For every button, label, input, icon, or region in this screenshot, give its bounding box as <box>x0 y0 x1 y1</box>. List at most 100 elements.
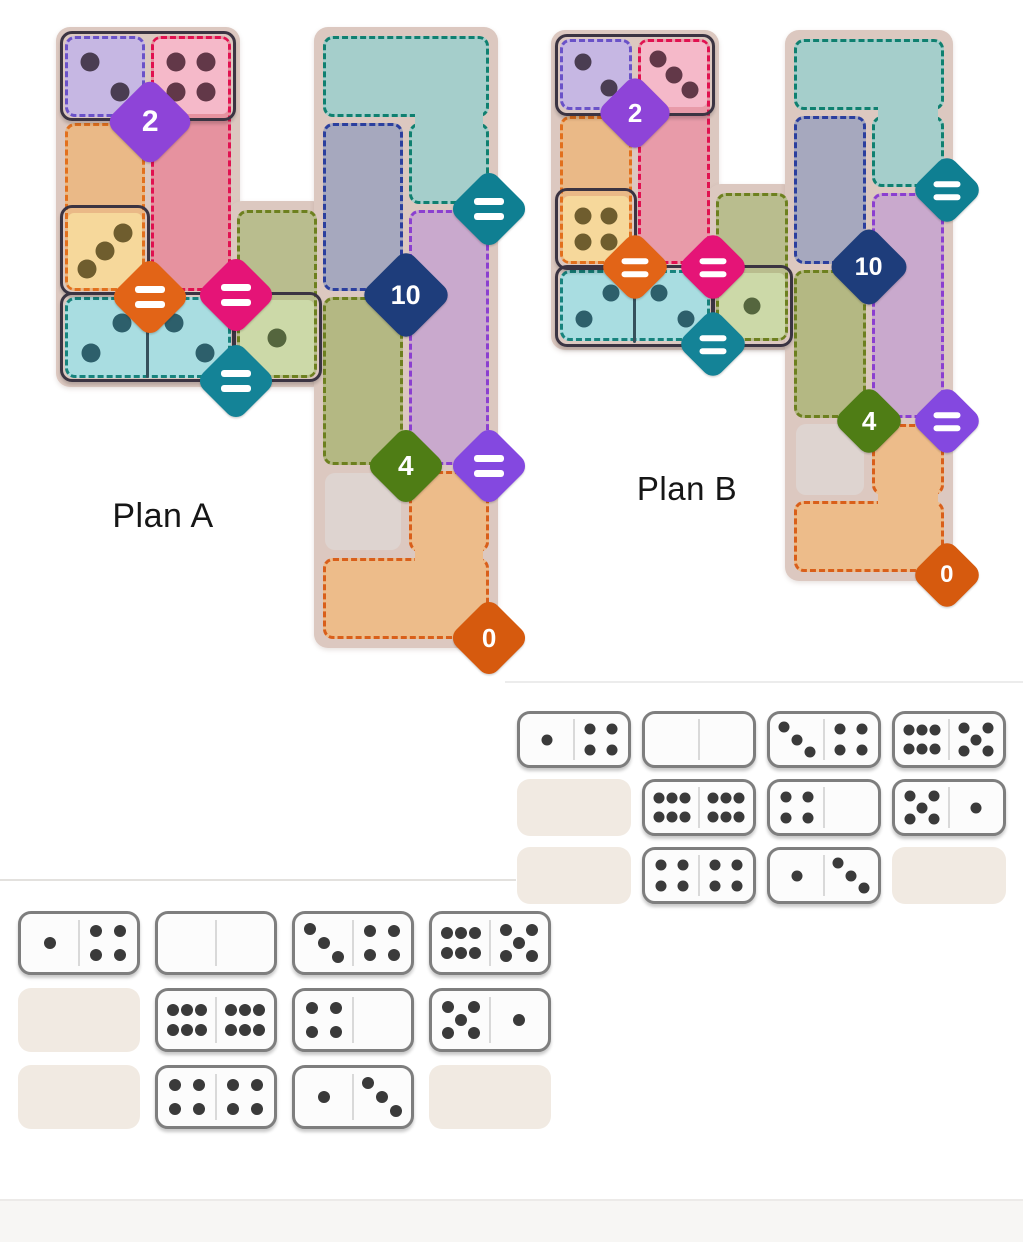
equals-bar <box>474 455 504 462</box>
pip <box>455 1014 467 1026</box>
pip <box>970 734 982 745</box>
pip <box>80 52 100 71</box>
domino-divider <box>823 855 825 896</box>
pip <box>541 734 553 745</box>
tray-plan-b-domino-1-4[interactable] <box>517 711 631 768</box>
pip <box>970 802 982 813</box>
pip <box>778 721 790 733</box>
pip <box>731 859 743 871</box>
plan-b-die-2pip[interactable] <box>563 42 629 107</box>
pip <box>929 743 941 755</box>
equals-bar <box>699 347 727 354</box>
tray-plan-a-domino-4-4[interactable] <box>155 1065 277 1129</box>
equals-bar <box>221 284 251 291</box>
tray-plan-b-domino-4-0[interactable] <box>767 779 881 836</box>
equals-bar <box>933 180 961 187</box>
domino-half-1 <box>770 850 824 901</box>
plan-b-placed-die-1[interactable] <box>711 265 793 347</box>
pip <box>526 950 539 963</box>
pip <box>709 859 721 871</box>
domino-divider <box>215 1073 217 1121</box>
tray-plan-a-domino-5-1[interactable] <box>429 988 551 1052</box>
equals-bar <box>474 470 504 477</box>
domino-half-1 <box>21 914 79 972</box>
plan-b-die-2pip[interactable] <box>563 273 632 338</box>
domino-divider <box>215 996 217 1044</box>
pip <box>655 880 667 892</box>
domino-divider <box>698 719 700 760</box>
pip <box>441 926 454 939</box>
pip <box>526 923 539 936</box>
plan-a-placed-die-1[interactable] <box>232 292 322 382</box>
domino-half-4 <box>353 914 411 972</box>
domino-divider <box>352 919 354 967</box>
domino-divider <box>352 1073 354 1121</box>
equals-icon <box>699 257 727 277</box>
tray-plan-a-domino-1-3[interactable] <box>292 1065 414 1129</box>
pip <box>677 859 689 871</box>
tray-plan-b-domino-1-3[interactable] <box>767 847 881 904</box>
pip <box>44 937 56 949</box>
equals-icon <box>933 411 961 431</box>
domino-half-4 <box>699 850 753 901</box>
tray-plan-b-domino-4-4[interactable] <box>642 847 756 904</box>
domino-divider <box>489 996 491 1044</box>
plan-b-die-2pip[interactable] <box>638 273 707 338</box>
domino-half-4 <box>216 1068 274 1126</box>
pip <box>441 1027 454 1040</box>
domino-half-4 <box>574 714 628 765</box>
tray-plan-b-domino-6-6[interactable] <box>642 779 756 836</box>
domino-divider <box>823 719 825 760</box>
pip <box>606 723 618 735</box>
tray-plan-a-domino-4-0[interactable] <box>292 988 414 1052</box>
pip <box>225 1024 238 1037</box>
tray-plan-b-domino-5-1[interactable] <box>892 779 1006 836</box>
tray-plan-a-domino-0-0[interactable] <box>155 911 277 975</box>
plan-a-die-2pip[interactable] <box>151 300 228 375</box>
pip <box>720 792 732 804</box>
pip <box>239 1003 251 1016</box>
pip <box>192 1079 205 1092</box>
pip <box>441 1000 454 1013</box>
pip <box>329 1025 342 1038</box>
pip <box>195 343 215 362</box>
pip <box>468 947 481 960</box>
domino-divider <box>78 919 80 967</box>
pip <box>169 1079 182 1092</box>
tray-plan-a-domino-6-5[interactable] <box>429 911 551 975</box>
domino-half-5 <box>490 914 548 972</box>
pip <box>650 284 668 301</box>
pip <box>856 723 868 735</box>
pip <box>720 811 732 823</box>
pip <box>916 802 928 813</box>
pip <box>364 948 377 961</box>
plan-a-die-2pip[interactable] <box>68 300 145 375</box>
pip <box>679 792 691 804</box>
tray-b-top-divider <box>505 681 1023 683</box>
tray-plan-b-domino-6-5[interactable] <box>892 711 1006 768</box>
pip <box>181 1024 193 1037</box>
pip <box>929 724 941 736</box>
domino-half-4 <box>158 1068 216 1126</box>
plan-b-region-navy <box>794 116 866 264</box>
equals-icon <box>474 198 504 220</box>
tray-plan-a-empty-slot <box>18 1065 140 1129</box>
pip <box>916 743 928 755</box>
tray-plan-a-domino-3-4[interactable] <box>292 911 414 975</box>
pip <box>832 857 844 869</box>
pip <box>574 207 592 224</box>
pip <box>376 1091 388 1103</box>
tray-plan-b-domino-0-0[interactable] <box>642 711 756 768</box>
tray-plan-a-domino-1-4[interactable] <box>18 911 140 975</box>
plan-b-label: Plan B <box>636 470 738 507</box>
plan-b-placed-die-4[interactable] <box>555 188 637 270</box>
plan-a-die-2pip[interactable] <box>68 39 142 114</box>
tray-plan-a-domino-6-6[interactable] <box>155 988 277 1052</box>
tray-plan-b-domino-3-4[interactable] <box>767 711 881 768</box>
domino-half-3 <box>770 714 824 765</box>
pip <box>834 744 846 756</box>
pip <box>802 812 814 824</box>
badge-value: 2 <box>141 105 159 138</box>
pip <box>196 82 216 101</box>
pip <box>802 791 814 803</box>
